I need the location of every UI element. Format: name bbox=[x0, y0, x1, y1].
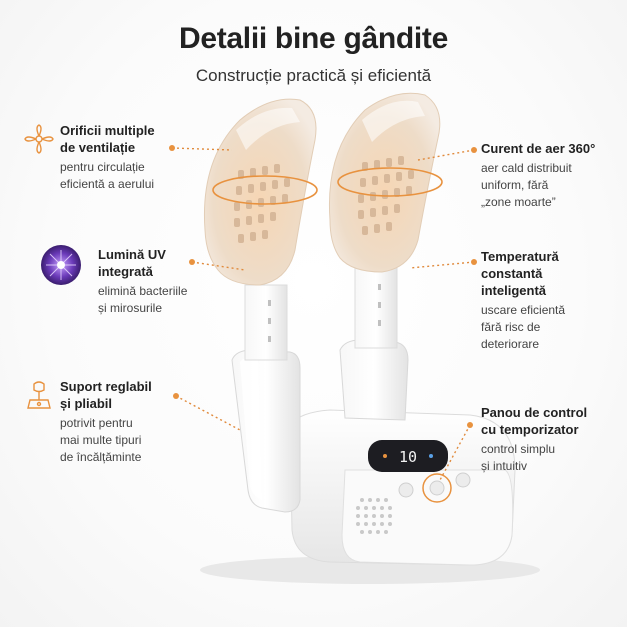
leader-lines bbox=[171, 147, 475, 481]
left-pole bbox=[244, 284, 288, 361]
adjustable-support-icon bbox=[27, 381, 51, 409]
base-front-face bbox=[341, 469, 514, 566]
feature-title: Orificii multiple de ventilație bbox=[60, 123, 155, 155]
feature-description: elimină bacteriile și mirosurile bbox=[98, 284, 188, 315]
feature-title: Panou de control cu temporizator bbox=[481, 405, 588, 437]
display-digits: 10 bbox=[399, 448, 417, 466]
uv-light-icon bbox=[41, 245, 81, 285]
flower-vent-icon bbox=[24, 124, 54, 154]
feature-title: Lumină UV integrată bbox=[98, 247, 166, 279]
feature-description: aer cald distribuit uniform, fără „zone … bbox=[481, 161, 572, 209]
left-shoe-form bbox=[203, 98, 317, 286]
feature-360-airflow: Curent de aer 360° aer cald distribuit u… bbox=[481, 140, 621, 211]
feature-title: Suport reglabil și pliabil bbox=[60, 379, 152, 411]
feature-control-panel: Panou de control cu temporizator control… bbox=[481, 404, 621, 475]
power-button bbox=[398, 482, 414, 498]
vent-grille bbox=[356, 498, 392, 534]
feature-title: Temperatură constantă inteligentă bbox=[481, 249, 559, 298]
feature-description: pentru circulație eficientă a aerului bbox=[60, 160, 155, 191]
right-shoe-form bbox=[328, 92, 441, 273]
control-display bbox=[368, 440, 448, 472]
mode-button bbox=[455, 472, 471, 488]
page-subtitle: Construcție practică și eficientă bbox=[195, 66, 432, 85]
feature-description: potrivit pentru mai multe tipuri de încă… bbox=[60, 416, 142, 464]
left-vent-holes bbox=[234, 164, 290, 243]
feature-uv-light: Lumină UV integrată elimină bacteriile ș… bbox=[98, 246, 218, 317]
feature-description: control simplu și intuitiv bbox=[481, 442, 556, 473]
feature-vent-holes: Orificii multiple de ventilație pentru c… bbox=[60, 122, 190, 193]
right-arm-sleeve bbox=[339, 339, 409, 421]
right-pole bbox=[354, 267, 398, 349]
feature-description: uscare eficientă fără risc de deteriorar… bbox=[481, 303, 566, 351]
timer-button bbox=[429, 480, 445, 496]
feature-title: Curent de aer 360° bbox=[481, 141, 596, 156]
page-title: Detalii bine gândite bbox=[178, 22, 449, 55]
feature-adjustable-support: Suport reglabil și pliabil potrivit pent… bbox=[60, 378, 190, 466]
feature-smart-temperature: Temperatură constantă inteligentă uscare… bbox=[481, 248, 621, 353]
